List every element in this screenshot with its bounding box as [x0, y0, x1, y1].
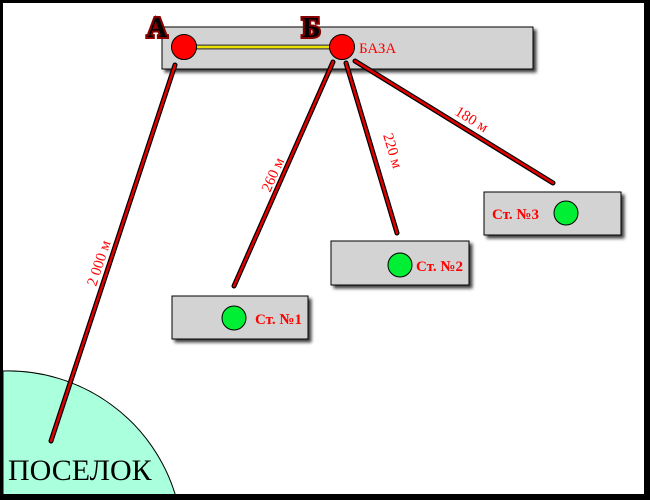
village-area	[3, 370, 176, 494]
village-label: ПОСЕЛОК	[8, 454, 153, 487]
route-to-village	[48, 62, 178, 444]
route-to-station-2	[343, 60, 400, 236]
station-2-marker[interactable]	[387, 252, 413, 278]
station-3-marker[interactable]	[553, 200, 579, 226]
point-a-label: А	[147, 13, 168, 44]
distance-station-2-label: 220 м	[379, 132, 405, 171]
base-label: БАЗА	[359, 41, 396, 57]
station-1-marker[interactable]	[221, 305, 247, 331]
station-3-box	[483, 191, 622, 236]
point-b-label: Б	[302, 13, 321, 44]
point-a[interactable]	[171, 34, 197, 60]
route-to-station-1	[231, 59, 336, 289]
station-3-label: Ст. №3	[492, 207, 539, 223]
route-to-station-3	[352, 58, 556, 186]
station-2-label: Ст. №2	[416, 259, 463, 275]
point-b[interactable]	[329, 34, 355, 60]
station-1-label: Ст. №1	[255, 312, 302, 328]
diagram-canvas: ПОСЕЛОК А Б	[3, 3, 644, 494]
route-diagram: ПОСЕЛОК А Б	[3, 11, 622, 494]
